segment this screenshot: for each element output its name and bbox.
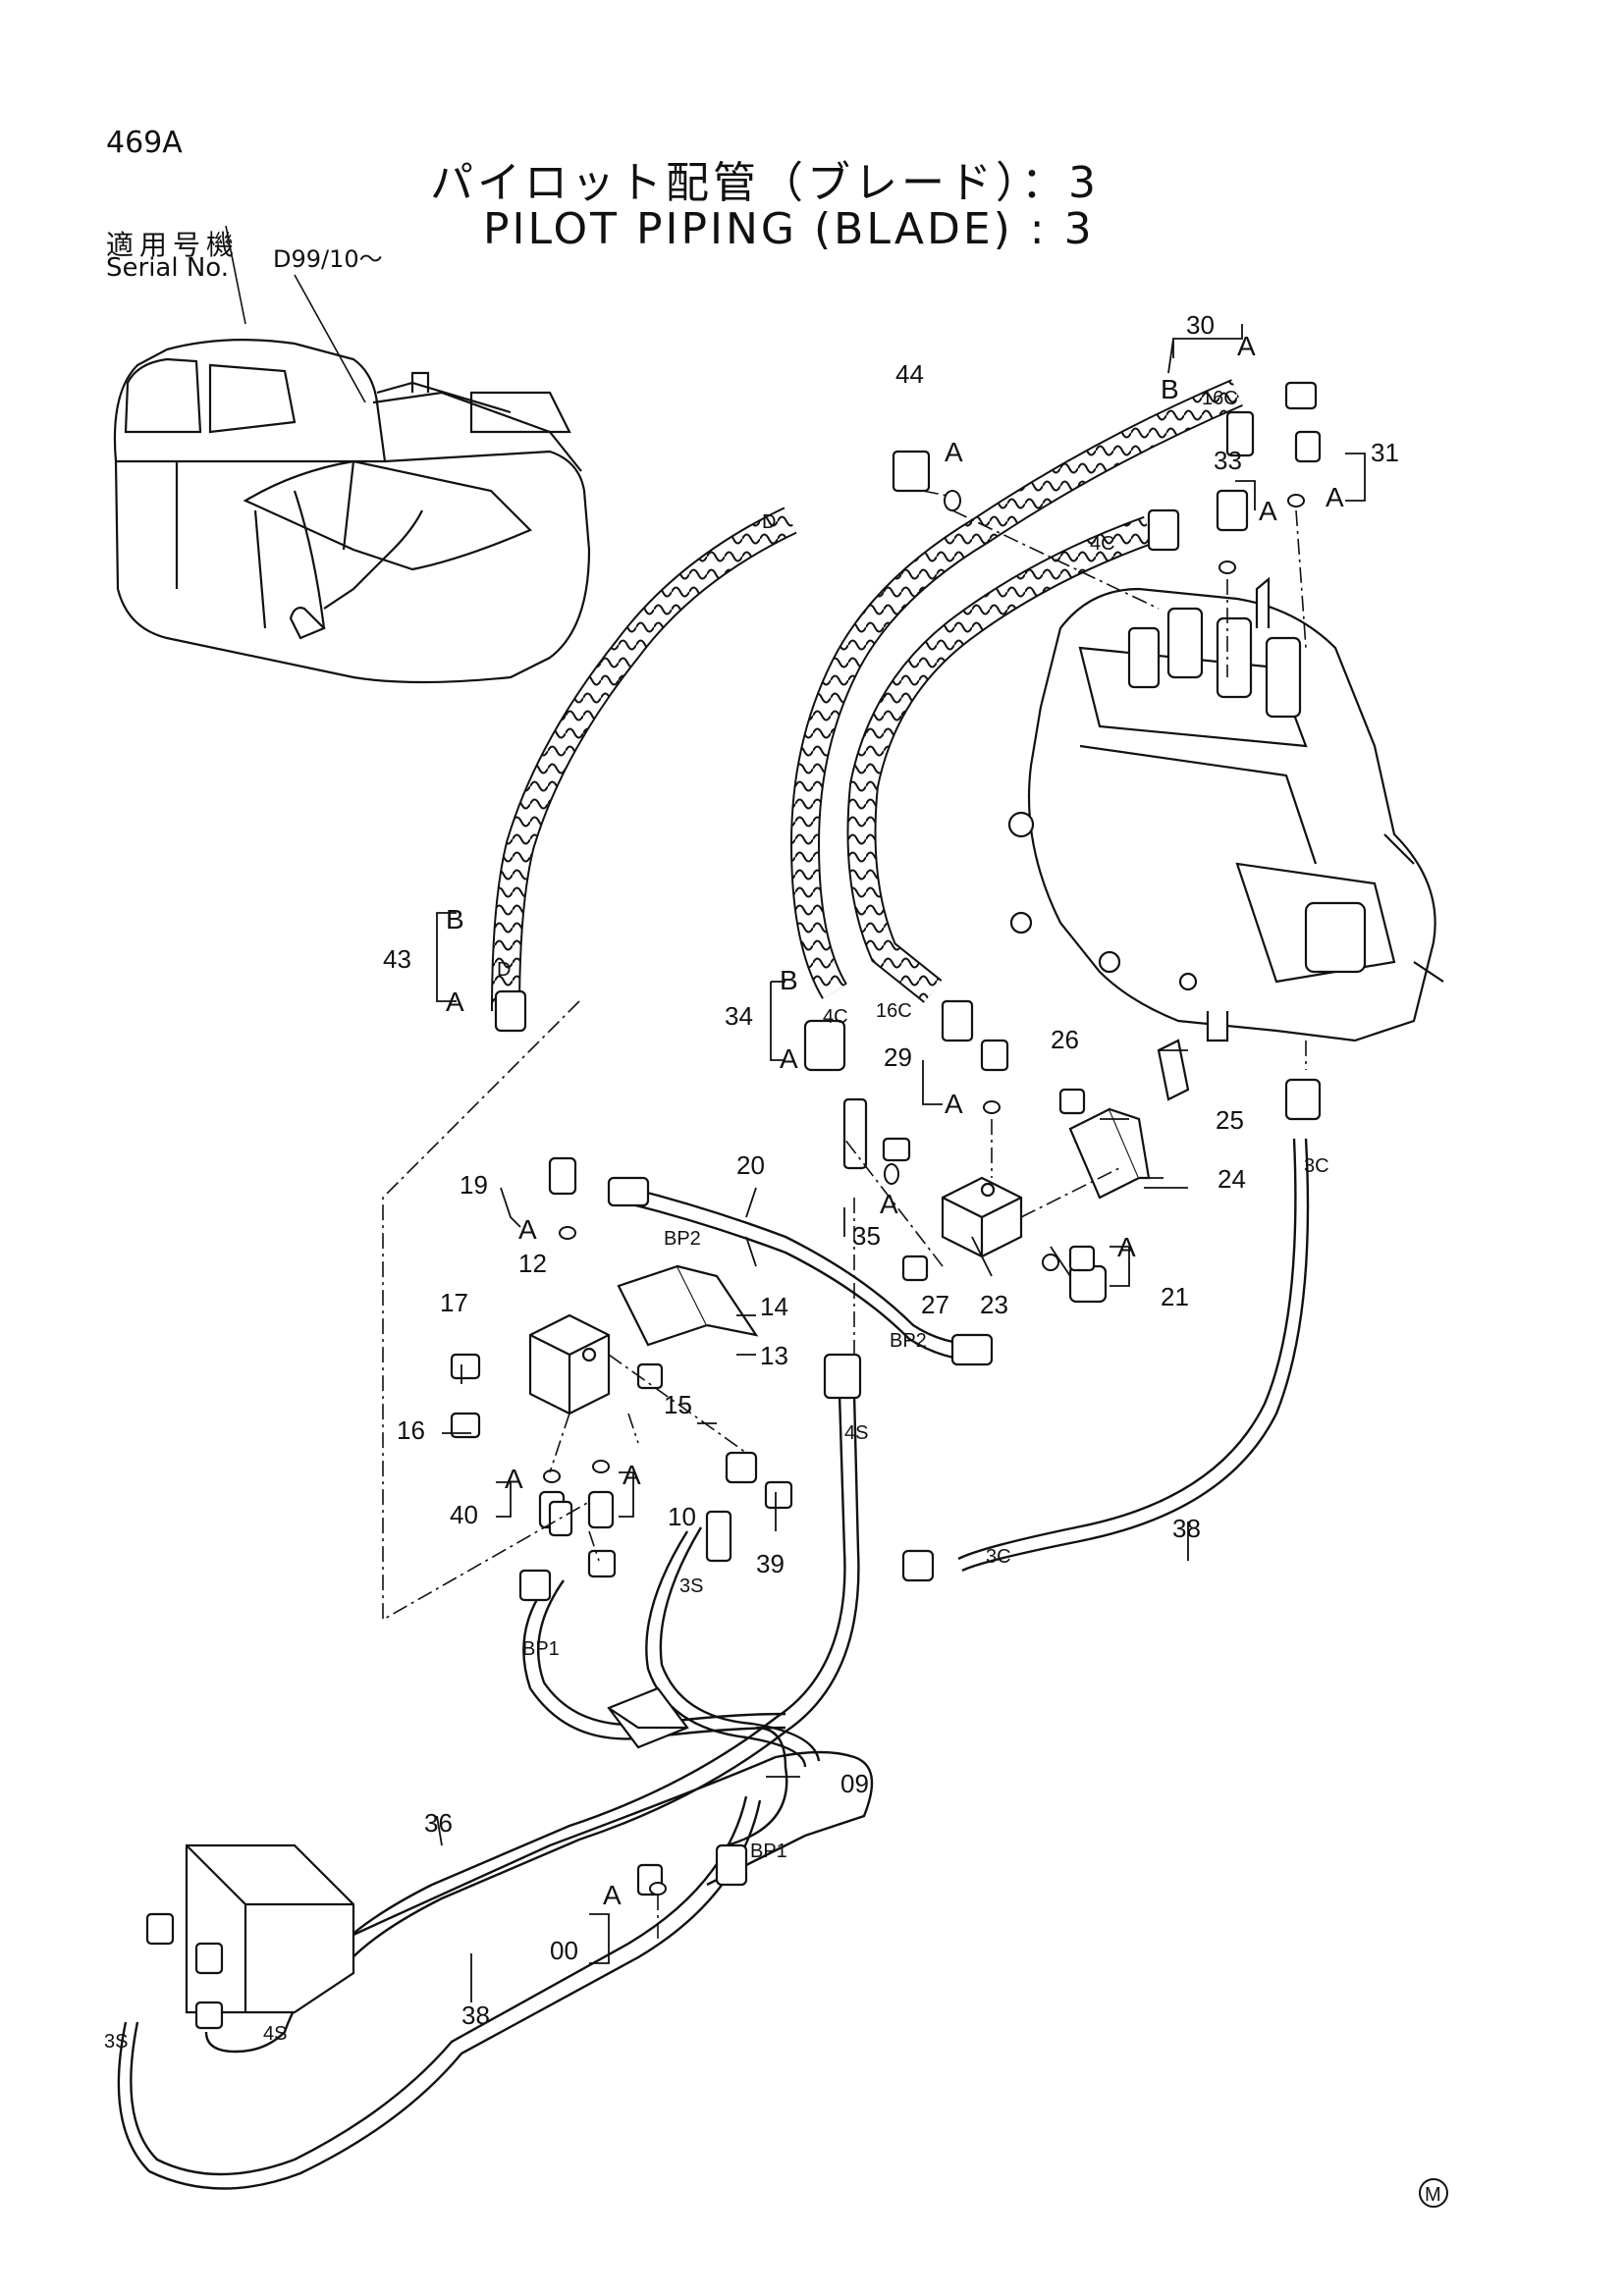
group-letter-b-30: B bbox=[1161, 374, 1179, 404]
part-label-35: 35 bbox=[852, 1221, 881, 1251]
part-label-36: 36 bbox=[424, 1808, 453, 1838]
hose-tag-3c-lower: 3C bbox=[986, 1546, 1011, 1568]
part-label-42: 40 bbox=[450, 1500, 478, 1529]
group-letter-a-31: A bbox=[1326, 482, 1344, 512]
hose-tag-labels: D D 16C 4C 4C 16C 3C 3C 4S 4S 3S 3S BP1 … bbox=[104, 388, 1329, 2053]
group-letter-b-34: B bbox=[780, 965, 798, 995]
manufacturer-logo-stamp: M bbox=[1419, 2178, 1448, 2208]
serial-label-japanese: 適用号機 bbox=[106, 229, 241, 261]
group-letter-a-30: A bbox=[1237, 331, 1256, 361]
spiral-guarded-hoses bbox=[491, 379, 1243, 1012]
part-label-12: 12 bbox=[518, 1249, 547, 1278]
hose-tag-bp2-upper: BP2 bbox=[664, 1228, 701, 1250]
group-letter-a-10: A bbox=[623, 1460, 641, 1490]
group-letter-a-43: A bbox=[446, 987, 464, 1017]
o-rings bbox=[543, 490, 1305, 1896]
part-label-33: 33 bbox=[1214, 446, 1242, 475]
title-japanese: パイロット配管（ブレード）：3 bbox=[430, 158, 1100, 208]
hose-tag-4s-lower: 4S bbox=[263, 2023, 287, 2045]
connection-lines bbox=[382, 490, 1307, 1944]
part-label-17: 17 bbox=[440, 1288, 468, 1317]
control-valve-block bbox=[1007, 576, 1444, 1042]
excavator-overview-illustration bbox=[113, 225, 591, 684]
hose-tag-3s-lower: 3S bbox=[104, 2031, 128, 2053]
part-label-38: 38 bbox=[461, 2001, 490, 2030]
svg-text:M: M bbox=[1425, 2184, 1441, 2206]
part-label-31: 31 bbox=[1371, 438, 1399, 467]
group-letter-a-42: A bbox=[505, 1464, 523, 1494]
hose-tag-3s-middle: 3S bbox=[679, 1575, 703, 1597]
hose-tag-4s-middle: 4S bbox=[844, 1422, 868, 1444]
part-label-23: 23 bbox=[980, 1290, 1008, 1319]
group-letter-b-43: B bbox=[446, 904, 464, 934]
part-label-40: 38 bbox=[1172, 1514, 1201, 1543]
hose-tag-4c-upper: 4C bbox=[1090, 533, 1115, 555]
part-label-19: 19 bbox=[460, 1170, 488, 1200]
group-letter-a-19: A bbox=[518, 1214, 537, 1245]
part-label-21: 21 bbox=[1161, 1282, 1189, 1311]
group-letter-a-35: A bbox=[880, 1189, 898, 1219]
part-label-30: 30 bbox=[1186, 310, 1215, 340]
hose-tag-bp1-lower: BP1 bbox=[750, 1841, 787, 1862]
part-number-labels: 44 30 31 33 43 34 29 26 25 24 20 19 12 3… bbox=[383, 310, 1399, 2030]
part-label-00: 00 bbox=[550, 1936, 578, 1965]
part-label-24: 24 bbox=[1218, 1164, 1246, 1194]
group-letter-a-29: A bbox=[945, 1089, 963, 1119]
part-label-15: 15 bbox=[664, 1390, 692, 1419]
part-label-16: 16 bbox=[397, 1415, 425, 1445]
part-label-20: 20 bbox=[736, 1150, 765, 1180]
part-label-39: 39 bbox=[756, 1549, 785, 1578]
plain-hoses bbox=[117, 1138, 1310, 2190]
group-letter-a-44: A bbox=[945, 437, 963, 467]
part-label-43: 43 bbox=[383, 944, 411, 974]
callout-brackets bbox=[436, 324, 1366, 2002]
page-code: 469A bbox=[106, 126, 183, 160]
part-label-13: 13 bbox=[760, 1341, 788, 1370]
part-label-26: 26 bbox=[1051, 1025, 1079, 1054]
part-label-14: 14 bbox=[760, 1292, 788, 1321]
hose-tag-16c-upper: 16C bbox=[1202, 388, 1238, 409]
group-letter-a-00: A bbox=[603, 1880, 622, 1910]
fittings-and-blocks bbox=[145, 381, 1322, 2030]
group-letter-labels: A B A A A B A B A A A A A A A A bbox=[446, 331, 1344, 1910]
hose-tag-4c-lower: 4C bbox=[823, 1006, 848, 1028]
part-label-09: 09 bbox=[840, 1769, 869, 1798]
group-letter-a-33: A bbox=[1259, 496, 1277, 526]
part-label-10: 10 bbox=[668, 1502, 696, 1531]
hose-tag-bp1-upper: BP1 bbox=[522, 1638, 560, 1660]
group-letter-a-21: A bbox=[1117, 1232, 1136, 1262]
part-label-44: 44 bbox=[895, 359, 924, 389]
group-letter-a-34: A bbox=[780, 1043, 798, 1074]
part-label-29: 29 bbox=[884, 1042, 912, 1072]
part-label-27: 27 bbox=[921, 1290, 949, 1319]
hose-tag-16c-lower: 16C bbox=[876, 1000, 912, 1022]
part-label-34: 34 bbox=[725, 1001, 753, 1031]
hose-tag-d-upper: D bbox=[762, 511, 776, 533]
hose-tag-3c-upper: 3C bbox=[1304, 1155, 1329, 1177]
hose-tag-d-lower: D bbox=[497, 959, 511, 981]
serial-value: D99/10～ bbox=[273, 245, 383, 273]
title-english: PILOT PIPING (BLADE) : 3 bbox=[483, 204, 1095, 254]
hose-tag-bp2-lower: BP2 bbox=[890, 1330, 927, 1352]
serial-label-english: Serial No. bbox=[106, 253, 229, 283]
part-label-25: 25 bbox=[1216, 1105, 1244, 1135]
